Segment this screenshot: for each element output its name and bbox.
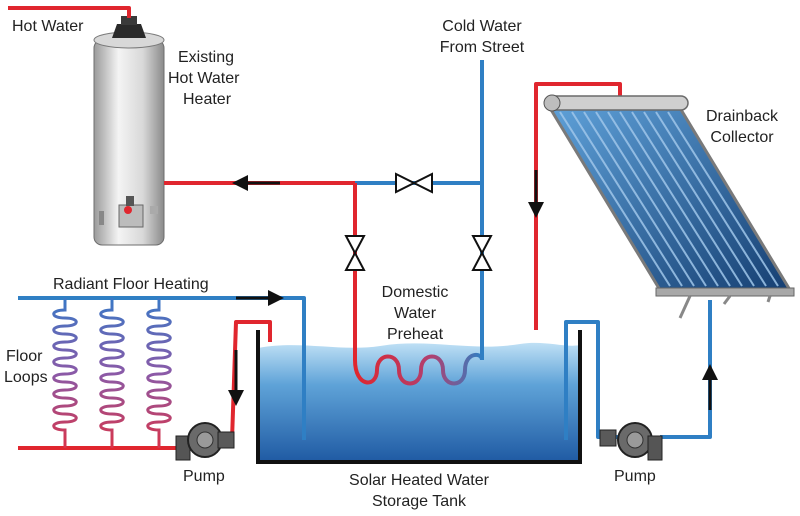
pump-right-label: Pump — [614, 468, 656, 485]
domestic-preheat-label-line3: Preheat — [387, 326, 444, 343]
floor-loops — [52, 298, 172, 448]
cold-water-label-line1: Cold Water — [442, 18, 522, 35]
drainback-collector — [543, 94, 795, 319]
flow-arrow-right-icon — [236, 290, 284, 306]
preheat-coil — [353, 352, 484, 386]
drainback-label-line1: Drainback — [706, 108, 779, 125]
flow-arrow-left-icon — [232, 175, 280, 191]
hot-water-outlet-pipe — [8, 6, 131, 18]
heater-control-icon — [124, 206, 132, 214]
valve-top-icon — [395, 172, 433, 194]
flow-arrow-down-right-icon — [528, 170, 544, 218]
flow-arrow-down-left-icon — [228, 350, 244, 406]
drainback-label-line2: Collector — [710, 129, 774, 146]
floor-loops-label-line2: Loops — [4, 369, 48, 386]
existing-heater-label-line2: Hot Water — [168, 70, 240, 87]
flow-arrow-up-icon — [702, 364, 718, 410]
floor-loops-label-line1: Floor — [6, 348, 43, 365]
storage-tank — [256, 330, 582, 464]
cold-water-label-line2: From Street — [440, 39, 525, 56]
tank-label-line2: Storage Tank — [372, 493, 467, 510]
existing-heater-label-line1: Existing — [178, 49, 234, 66]
domestic-preheat-label-line1: Domestic — [382, 284, 449, 301]
existing-heater-label-line3: Heater — [183, 91, 232, 108]
pump-left-label: Pump — [183, 468, 225, 485]
tank-wall — [256, 330, 582, 464]
valve-right-icon — [471, 235, 493, 271]
tank-label-line1: Solar Heated Water — [349, 472, 490, 489]
pump-right-icon — [599, 422, 663, 461]
tank-water — [258, 342, 580, 462]
domestic-preheat-label-line2: Water — [394, 305, 437, 322]
pump-left-icon — [175, 422, 235, 461]
hot-water-heater — [93, 16, 165, 246]
valve-left-icon — [344, 235, 366, 271]
hot-water-label: Hot Water — [12, 18, 84, 35]
radiant-floor-label: Radiant Floor Heating — [53, 276, 209, 293]
